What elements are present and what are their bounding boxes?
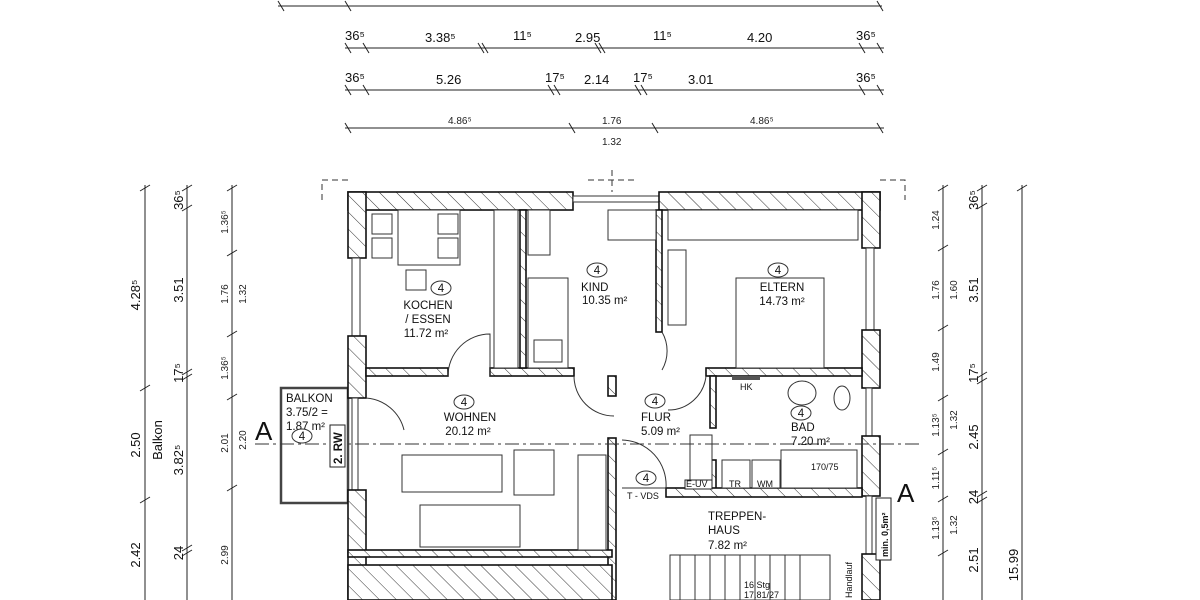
- section-label-right: A: [897, 478, 915, 508]
- dim-right-in-1: 1.24: [931, 210, 942, 230]
- dim-top-2-1: 36⁵: [345, 28, 365, 43]
- dim-right-mid-5: 24: [966, 490, 981, 504]
- dim-top-3-2: 5.26: [436, 72, 461, 87]
- dimension-lines-right: 1.24 1.76 1.60 1.49 1.13⁵ 1.32 1.11⁵ 1.1…: [931, 184, 1028, 600]
- room-bad-area: 7.20 m²: [791, 436, 830, 448]
- room-kind-name: KIND: [581, 282, 608, 294]
- room-treppenhaus-name2: HAUS: [708, 525, 740, 537]
- dim-right-in-2: 1.76: [931, 280, 942, 300]
- dim-left-in-3: 1.32: [238, 284, 249, 304]
- balkon-calc: 3.75/2 =: [286, 407, 328, 419]
- door-swings: [365, 331, 707, 489]
- dim-left-in-7: 2.99: [220, 545, 231, 565]
- wm-label: WM: [757, 479, 773, 489]
- dim-top-4-1: 4.86⁵: [448, 116, 472, 127]
- furniture: [371, 209, 859, 600]
- dim-left-in-5: 2.01: [220, 433, 231, 453]
- room-eltern-number: 4: [775, 265, 782, 277]
- room-kochen-number: 4: [438, 283, 445, 295]
- room-treppenhaus-area: 7.82 m²: [708, 540, 747, 552]
- room-bad-name: BAD: [791, 422, 815, 434]
- room-bad-number: 4: [798, 408, 805, 420]
- dim-left-outer-2: 2.50: [128, 432, 143, 457]
- hk-label: HK: [740, 382, 753, 392]
- room-vds-name: T - VDS: [627, 491, 659, 501]
- room-kind-number: 4: [594, 265, 601, 277]
- rw-label: 2. RW: [333, 432, 345, 464]
- dim-right-in-5: 1.13⁵: [931, 413, 942, 437]
- dim-left-outer-1: 4.28⁵: [128, 280, 143, 311]
- balkon-name: BALKON: [286, 393, 333, 405]
- room-eltern-area: 14.73 m²: [759, 296, 805, 308]
- handrail-label: Handlauf: [844, 561, 854, 598]
- dim-top-3-6: 3.01: [688, 72, 713, 87]
- room-kochen-area: 11.72 m²: [404, 328, 449, 340]
- dim-right-in-8: 1.13⁵: [931, 516, 942, 540]
- room-kochen-name: KOCHEN: [403, 300, 452, 312]
- room-wohnen-name: WOHNEN: [444, 412, 496, 424]
- dim-right-in-6: 1.32: [949, 410, 960, 430]
- euv-label: E-UV: [686, 479, 708, 489]
- dim-top-2-7: 36⁵: [856, 28, 876, 43]
- stairs-count-label: 16 Stg: [744, 580, 770, 590]
- dim-top-3-5: 17⁵: [633, 70, 653, 85]
- dim-right-mid-2: 3.51: [966, 277, 981, 302]
- dim-right-outer-1: 15.99: [1006, 549, 1021, 582]
- room-labels: 4 KOCHEN / ESSEN 11.72 m² 4 KIND 10.35 m…: [286, 262, 830, 552]
- section-label-left: A: [255, 416, 273, 446]
- dim-top-4-2: 1.76: [602, 116, 622, 127]
- dim-top-2-5: 11⁵: [653, 28, 672, 43]
- room-wohnen-area: 20.12 m²: [445, 426, 491, 438]
- room-vds-number: 4: [643, 473, 650, 485]
- dim-right-mid-6: 2.51: [966, 547, 981, 572]
- room-kochen-name2: / ESSEN: [405, 314, 450, 326]
- room-wohnen-number: 4: [461, 397, 468, 409]
- room-kind-area: 10.35 m²: [582, 295, 628, 307]
- fixture-labels: HK E-UV TR WM 170/75 min. 0,5m² 16 Stg 1…: [684, 376, 892, 600]
- dim-left-in-1: 1.36⁵: [220, 210, 231, 234]
- dim-right-in-3: 1.60: [949, 280, 960, 300]
- dim-left-mid-4: Balkon: [150, 420, 165, 460]
- dim-left-mid-6: 24: [171, 546, 186, 560]
- dim-left-mid-2: 3.51: [171, 277, 186, 302]
- dimension-lines-left: 4.28⁵ 2.50 2.42 36⁵ 3.51 17⁵ Balkon 3.82…: [128, 184, 249, 600]
- dim-right-mid-3: 17⁵: [966, 363, 981, 383]
- room-eltern-name: ELTERN: [760, 282, 805, 294]
- dim-right-in-4: 1.49: [931, 352, 942, 372]
- dim-top-3-4: 2.14: [584, 72, 609, 87]
- dim-top-2-4: 2.95: [575, 30, 600, 45]
- tub-size-label: 170/75: [811, 462, 839, 472]
- dim-left-in-6: 2.20: [238, 430, 249, 450]
- dim-top-2-6: 4.20: [747, 30, 772, 45]
- dim-right-in-9: 1.32: [949, 515, 960, 535]
- dim-right-in-7: 1.11⁵: [931, 467, 942, 490]
- dim-left-mid-1: 36⁵: [171, 190, 186, 210]
- room-flur-name: FLUR: [641, 412, 671, 424]
- dim-right-mid-4: 2.45: [966, 424, 981, 449]
- dimension-lines-top: 36⁵ 3.38⁵ 11⁵ 2.95 11⁵ 4.20 36⁵ 36⁵ 5.26…: [277, 0, 884, 148]
- tr-label: TR: [729, 479, 741, 489]
- dim-top-3-3: 17⁵: [545, 70, 565, 85]
- dim-left-in-4: 1.36⁵: [220, 356, 231, 380]
- dim-left-mid-3: 17⁵: [171, 363, 186, 383]
- stairs-ratio-label: 17.81/27: [744, 590, 779, 600]
- dim-top-2-3: 11⁵: [513, 28, 532, 43]
- balkon-number: 4: [299, 431, 306, 443]
- room-flur-area: 5.09 m²: [641, 426, 680, 438]
- dim-left-in-2: 1.76: [220, 284, 231, 304]
- dim-top-3-7: 36⁵: [856, 70, 876, 85]
- dim-right-mid-1: 36⁵: [966, 190, 981, 210]
- dim-top-3-1: 36⁵: [345, 70, 365, 85]
- dim-left-outer-3: 2.42: [128, 542, 143, 567]
- dim-left-mid-5: 3.82⁵: [171, 445, 186, 476]
- dim-top-4-4: 4.86⁵: [750, 116, 774, 127]
- min-window-label: min. 0,5m²: [880, 512, 890, 557]
- dim-top-4-3: 1.32: [602, 137, 622, 148]
- dim-top-2-2: 3.38⁵: [425, 30, 456, 45]
- room-treppenhaus-name: TREPPEN-: [708, 511, 766, 523]
- room-flur-number: 4: [652, 396, 659, 408]
- overhang-outline: [321, 170, 906, 200]
